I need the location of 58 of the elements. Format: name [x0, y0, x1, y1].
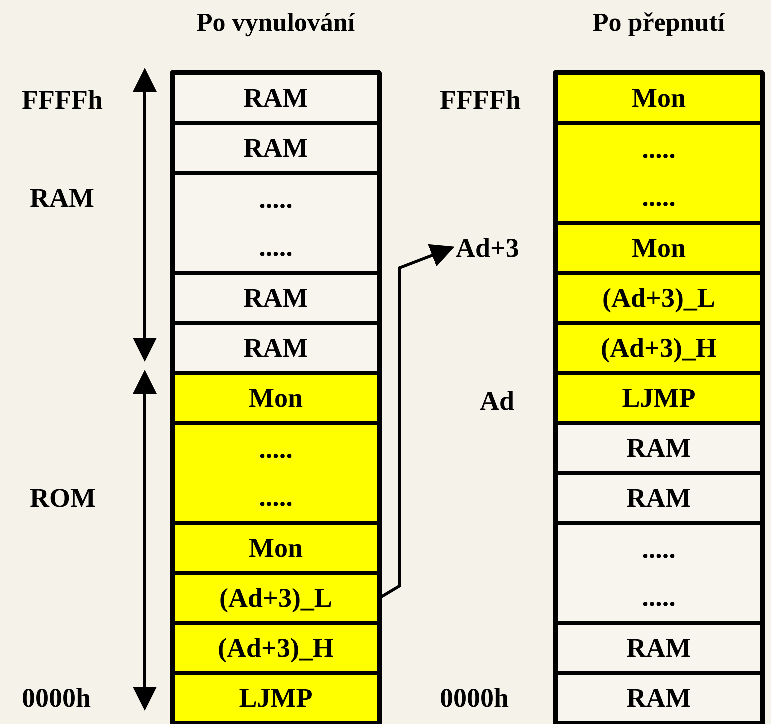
- cell-text: .....: [642, 582, 676, 612]
- rom-cell: [558, 75, 760, 121]
- cell-text: Mon: [632, 83, 686, 113]
- memory-cell: [175, 75, 377, 121]
- memory-cell: [558, 675, 760, 721]
- memory-cell: [175, 175, 377, 271]
- cell-text: RAM: [626, 433, 692, 463]
- rom-cell: [558, 325, 760, 371]
- address-label: RAM: [30, 183, 94, 213]
- cell-text: Mon: [249, 533, 303, 563]
- cell-text: RAM: [626, 633, 692, 663]
- column-heading: Po přepnutí: [592, 8, 726, 38]
- rom-cell: [175, 375, 377, 421]
- rom-cell: [175, 575, 377, 621]
- address-label: FFFFh: [440, 85, 521, 115]
- address-label: 0000h: [440, 683, 510, 713]
- cell-text: RAM: [244, 133, 308, 163]
- column-heading: Po vynulování: [196, 8, 356, 38]
- memory-cell: [558, 525, 760, 621]
- cell-text: RAM: [244, 283, 308, 313]
- rom-cell: [558, 225, 760, 271]
- cell-text: Mon: [632, 233, 686, 263]
- rom-cell: [175, 675, 377, 721]
- rom-cell: [558, 375, 760, 421]
- rom-cell: [558, 275, 760, 321]
- address-label: Ad: [480, 386, 515, 416]
- memory-cell: [558, 425, 760, 471]
- cell-text: .....: [642, 134, 676, 164]
- cell-text: (Ad+3)_L: [602, 283, 716, 313]
- cell-text: RAM: [244, 333, 308, 363]
- cell-text: .....: [259, 434, 293, 464]
- cell-text: .....: [259, 232, 293, 262]
- cell-text: LJMP: [622, 383, 696, 413]
- cell-text: (Ad+3)_L: [220, 583, 332, 613]
- memory-cell: [175, 125, 377, 171]
- cell-text: .....: [259, 184, 293, 214]
- cell-text: .....: [642, 534, 676, 564]
- cell-text: (Ad+3)_H: [601, 333, 717, 363]
- address-label: Ad+3: [456, 233, 520, 263]
- rom-cell: [175, 525, 377, 571]
- cell-text: RAM: [626, 483, 692, 513]
- cell-text: RAM: [244, 83, 308, 113]
- cell-text: RAM: [626, 683, 692, 713]
- rom-cell: [558, 125, 760, 221]
- cell-text: LJMP: [239, 683, 313, 713]
- memory-cell: [175, 275, 377, 321]
- cell-text: Mon: [249, 383, 303, 413]
- cell-text: .....: [642, 182, 676, 212]
- rom-cell: [175, 425, 377, 521]
- memory-cell: [558, 475, 760, 521]
- address-label: FFFFh: [22, 85, 103, 115]
- memory-cell: [175, 325, 377, 371]
- memory-cell: [558, 625, 760, 671]
- cell-text: (Ad+3)_H: [218, 633, 334, 663]
- address-label: ROM: [30, 483, 96, 513]
- cell-text: .....: [259, 482, 293, 512]
- address-label: 0000h: [22, 683, 92, 713]
- rom-cell: [175, 625, 377, 671]
